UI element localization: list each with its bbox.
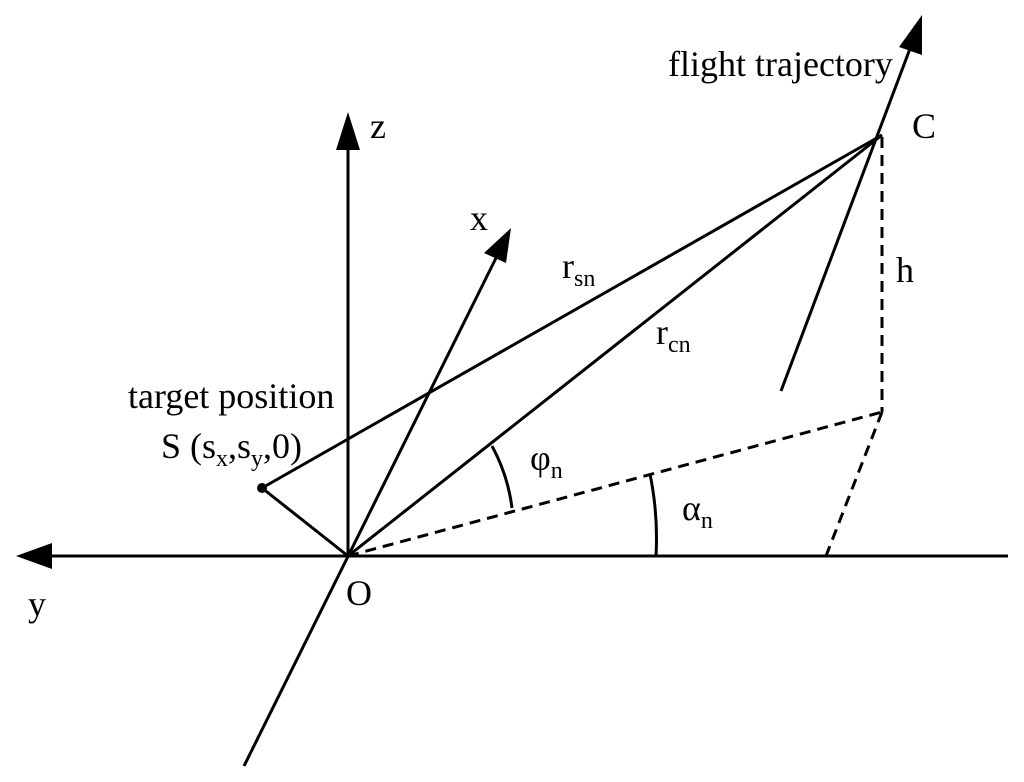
r-cn-label: rcn: [656, 312, 691, 358]
point-c-label: C: [912, 106, 936, 146]
target-point: [257, 483, 267, 493]
target-position-label: target position: [128, 376, 334, 416]
r-cn-line: [347, 133, 883, 558]
phi-n-arc: [490, 445, 514, 509]
angle-arcs: [490, 445, 658, 557]
y-axis-arrowhead: [16, 543, 52, 569]
alpha-n-label: αn: [682, 488, 713, 534]
ground-foot-dashed-line: [824, 411, 884, 557]
flight-trajectory: [779, 15, 922, 392]
z-axis-label: z: [370, 106, 386, 146]
target-to-origin-line: [261, 486, 349, 558]
r-sn-label: rsn: [562, 246, 595, 292]
y-axis-label: y: [28, 584, 46, 624]
alpha-n-arc: [648, 473, 658, 557]
z-axis-arrowhead: [336, 112, 360, 150]
labels: z x y O C h flight trajectory target pos…: [28, 44, 936, 624]
r-sn-line: [261, 133, 883, 490]
origin-label: O: [346, 573, 372, 613]
flight-trajectory-line: [779, 45, 913, 392]
phi-n-label: φn: [530, 438, 563, 484]
flight-trajectory-label: flight trajectory: [668, 44, 893, 84]
range-vectors: [261, 133, 883, 558]
target-s-coordinates-label: S (sx,sy,0): [161, 426, 302, 472]
x-axis-label: x: [470, 198, 488, 238]
flight-trajectory-arrowhead: [899, 15, 922, 55]
x-axis-arrowhead: [484, 228, 511, 263]
axes: [16, 112, 1008, 767]
x-axis-line: [242, 257, 498, 767]
height-label: h: [896, 250, 914, 290]
projections: [347, 137, 884, 558]
ground-projection-dashed-line: [347, 410, 883, 558]
